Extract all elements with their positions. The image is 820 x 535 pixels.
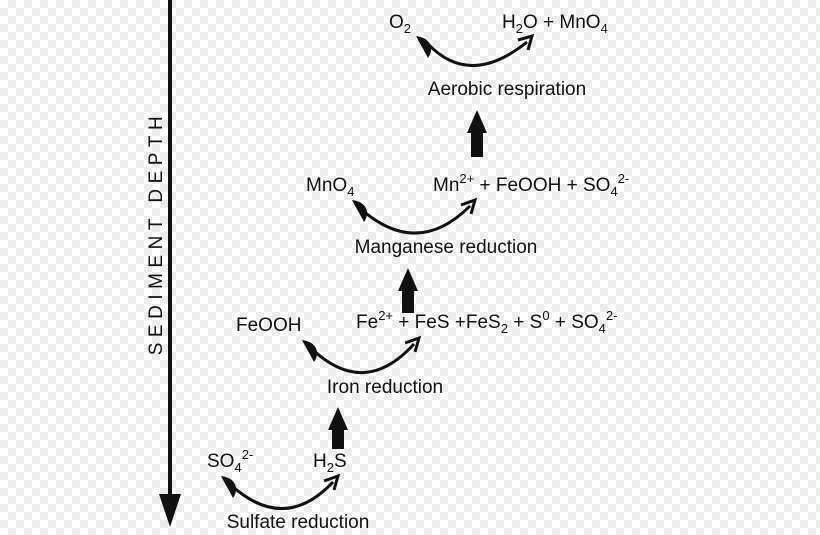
- manganese-reactant: MnO4: [306, 175, 354, 199]
- aerobic-respiration-label: Aerobic respiration: [428, 79, 586, 100]
- manganese-reaction-curve: [361, 204, 472, 235]
- iron-reduction-label: Iron reduction: [327, 377, 443, 398]
- up-arrow-iron-to-manganese: [398, 268, 418, 313]
- up-arrow-icon: [398, 268, 418, 291]
- sulfate-products: H2S: [313, 451, 347, 475]
- depth-axis-label: SEDIMENT DEPTH: [146, 111, 167, 356]
- up-arrow-icon: [328, 407, 348, 430]
- iron-curve-arrowhead-icon: [404, 335, 422, 353]
- sulfate-curve-tail-icon: [221, 476, 237, 498]
- aerobic-respiration-stage: O2 H2O + MnO4 Aerobic respiration: [389, 12, 608, 100]
- iron-products: Fe2+ + FeS +FeS2 + S0 + SO42-: [356, 308, 617, 336]
- up-arrow-icon: [467, 110, 487, 133]
- iron-reaction-curve: [311, 342, 416, 374]
- aerobic-reactant: O2: [389, 12, 411, 36]
- sulfate-reduction-label: Sulfate reduction: [227, 512, 370, 533]
- sediment-depth-axis: SEDIMENT DEPTH: [146, 0, 181, 527]
- sulfate-reduction-stage: SO42- H2S Sulfate reduction: [207, 447, 369, 533]
- sulfate-reactant: SO42-: [207, 447, 253, 475]
- sulfate-curve-arrowhead-icon: [323, 473, 341, 491]
- aerobic-reaction-curve: [426, 40, 528, 67]
- up-arrow-sulfate-to-iron: [328, 407, 348, 449]
- manganese-reduction-stage: MnO4 Mn2+ + FeOOH + SO42- Manganese redu…: [306, 171, 629, 258]
- iron-curve-tail-icon: [302, 340, 318, 362]
- manganese-curve-tail-icon: [352, 200, 368, 222]
- aerobic-curve-arrowhead-icon: [517, 33, 535, 51]
- aerobic-products: H2O + MnO4: [502, 12, 608, 36]
- up-arrow-manganese-to-aerobic: [467, 110, 487, 157]
- iron-reactant: FeOOH: [236, 315, 301, 336]
- manganese-curve-arrowhead-icon: [460, 197, 478, 215]
- iron-reduction-stage: FeOOH Fe2+ + FeS +FeS2 + S0 + SO42- Iron…: [236, 308, 617, 398]
- sulfate-reaction-curve: [231, 480, 335, 510]
- manganese-products: Mn2+ + FeOOH + SO42-: [433, 171, 629, 199]
- manganese-reduction-label: Manganese reduction: [355, 237, 538, 258]
- depth-axis-arrowhead: [159, 494, 181, 527]
- aerobic-curve-tail-icon: [416, 36, 432, 58]
